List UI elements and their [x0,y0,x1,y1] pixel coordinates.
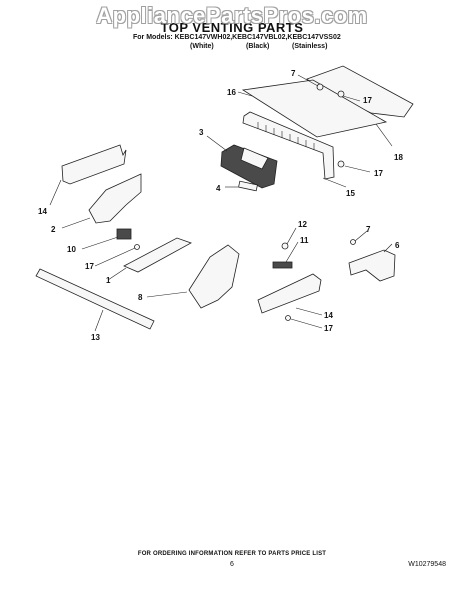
callout-4: 4 [216,184,221,193]
part-8-duct-bracket [146,244,240,309]
part-6-hinge [348,230,396,282]
ordering-note: FOR ORDERING INFORMATION REFER TO PARTS … [137,551,327,557]
callout-11: 11 [300,236,309,245]
callout-10: 10 [67,245,76,254]
variant-white: (White) [190,43,214,50]
part-13-long-strip [35,268,155,332]
part-17-right-screw [285,315,323,329]
callout-14-right: 14 [324,311,333,320]
callout-17-right: 17 [324,324,333,333]
part-4-clip [225,180,258,192]
callout-7-top: 7 [291,69,296,78]
callout-7-right: 7 [366,225,371,234]
part-11-terminal-block [272,241,299,269]
document-number: W10279548 [408,561,446,568]
part-12-screw [281,227,297,250]
callout-1: 1 [106,276,111,285]
callout-16: 16 [227,88,236,97]
part-1-filter [107,237,192,281]
part-7-top-screws [297,74,371,173]
callout-15: 15 [346,189,355,198]
part-17-left-screw [94,244,140,267]
part-16-vent-panel [237,79,388,138]
vent-frame-slots [257,122,315,150]
callout-17-left: 17 [85,262,94,271]
part-2-duct [61,173,142,229]
variant-stainless: (Stainless) [292,43,328,50]
callout-3: 3 [199,128,204,137]
page-title: TOP VENTING PARTS [160,20,304,35]
part-15-vent-frame [242,111,347,188]
variant-black: (Black) [246,43,270,50]
callout-6: 6 [395,241,400,250]
part-3-blower-motor [206,135,278,189]
callout-8: 8 [138,293,143,302]
callout-17-top: 17 [363,96,372,105]
part-14-left-bracket [49,144,127,206]
callout-17-mid: 17 [374,169,383,178]
callout-12: 12 [298,220,307,229]
callout-14-left: 14 [38,207,47,216]
callout-2: 2 [51,225,56,234]
watermark: AppliancePartsPros.com [96,3,368,28]
part-14-right-bracket [257,273,323,316]
model-list: For Models: KEBC147VWH02,KEBC147VBL02,KE… [133,34,341,41]
page-number: 6 [230,561,234,568]
part-10-switch [81,228,132,250]
callout-18: 18 [394,153,403,162]
callout-13: 13 [91,333,100,342]
